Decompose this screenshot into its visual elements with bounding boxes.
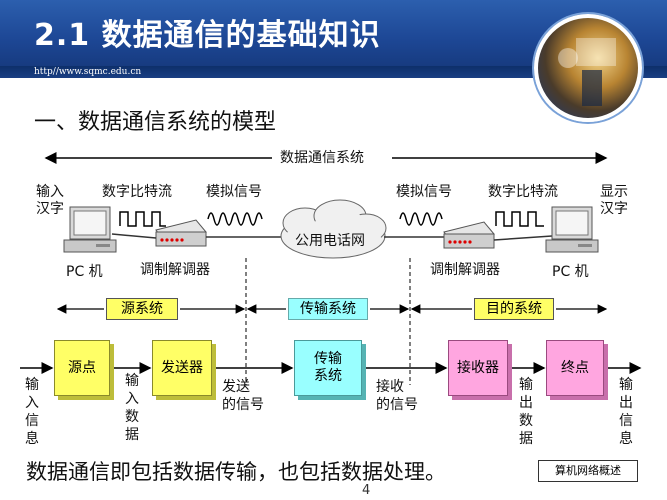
right-square-wave [495, 211, 544, 227]
site-url: http//www.sqmc.edu.cn [34, 67, 142, 77]
transmission-system-band: 传输系统 [288, 298, 368, 320]
left-bit-stream-label: 数字比特流 [102, 184, 172, 200]
destination-box: 终点 [546, 340, 604, 396]
input-data-label: 输入数据 [125, 373, 139, 443]
right-pc-label: PC 机 [552, 264, 589, 280]
received-signal-label: 接收 的信号 [376, 379, 418, 413]
summary-text: 数据通信即包括数据传输，也包括数据处理。 [26, 460, 446, 484]
page-number: 4 [362, 483, 371, 498]
source-system-band: 源系统 [106, 298, 178, 320]
left-analog-wave [207, 212, 263, 226]
right-pc-icon [545, 206, 599, 253]
sent-signal-label: 发送 的信号 [222, 379, 264, 413]
left-modem-label: 调制解调器 [140, 262, 210, 278]
right-modem-label: 调制解调器 [430, 262, 500, 278]
display-chinese-label: 显示 汉字 [600, 184, 628, 217]
right-analog-wave [399, 212, 443, 226]
output-data-label: 输出数据 [519, 377, 533, 447]
right-modem-icon [443, 221, 495, 249]
transmitter-box: 发送器 [152, 340, 212, 396]
phone-network-cloud-icon [280, 199, 387, 259]
footer-course-tag: 算机网络概述 [538, 460, 638, 482]
left-pc-label: PC 机 [66, 264, 103, 280]
left-pc-icon [63, 206, 117, 253]
phone-network-label: 公用电话网 [295, 233, 365, 249]
receiver-box: 接收器 [448, 340, 508, 396]
transmission-system-box: 传输 系统 [294, 340, 362, 396]
source-box: 源点 [54, 340, 110, 396]
output-info-label: 输出信息 [619, 377, 633, 447]
input-chinese-label: 输入 汉字 [36, 184, 64, 217]
slide-title: 2.1 数据通信的基础知识 [34, 18, 381, 53]
logo-globe-icon [534, 14, 642, 122]
section-heading: 一、数据通信系统的模型 [34, 110, 277, 135]
header-strip [0, 66, 667, 78]
input-info-label: 输入信息 [25, 377, 39, 447]
left-modem-icon [155, 219, 207, 247]
left-analog-signal-label: 模拟信号 [206, 184, 262, 200]
right-analog-signal-label: 模拟信号 [396, 184, 452, 200]
data-comm-system-label: 数据通信系统 [280, 150, 364, 166]
left-square-wave [119, 211, 166, 227]
right-bit-stream-label: 数字比特流 [488, 184, 558, 200]
destination-system-band: 目的系统 [474, 298, 554, 320]
